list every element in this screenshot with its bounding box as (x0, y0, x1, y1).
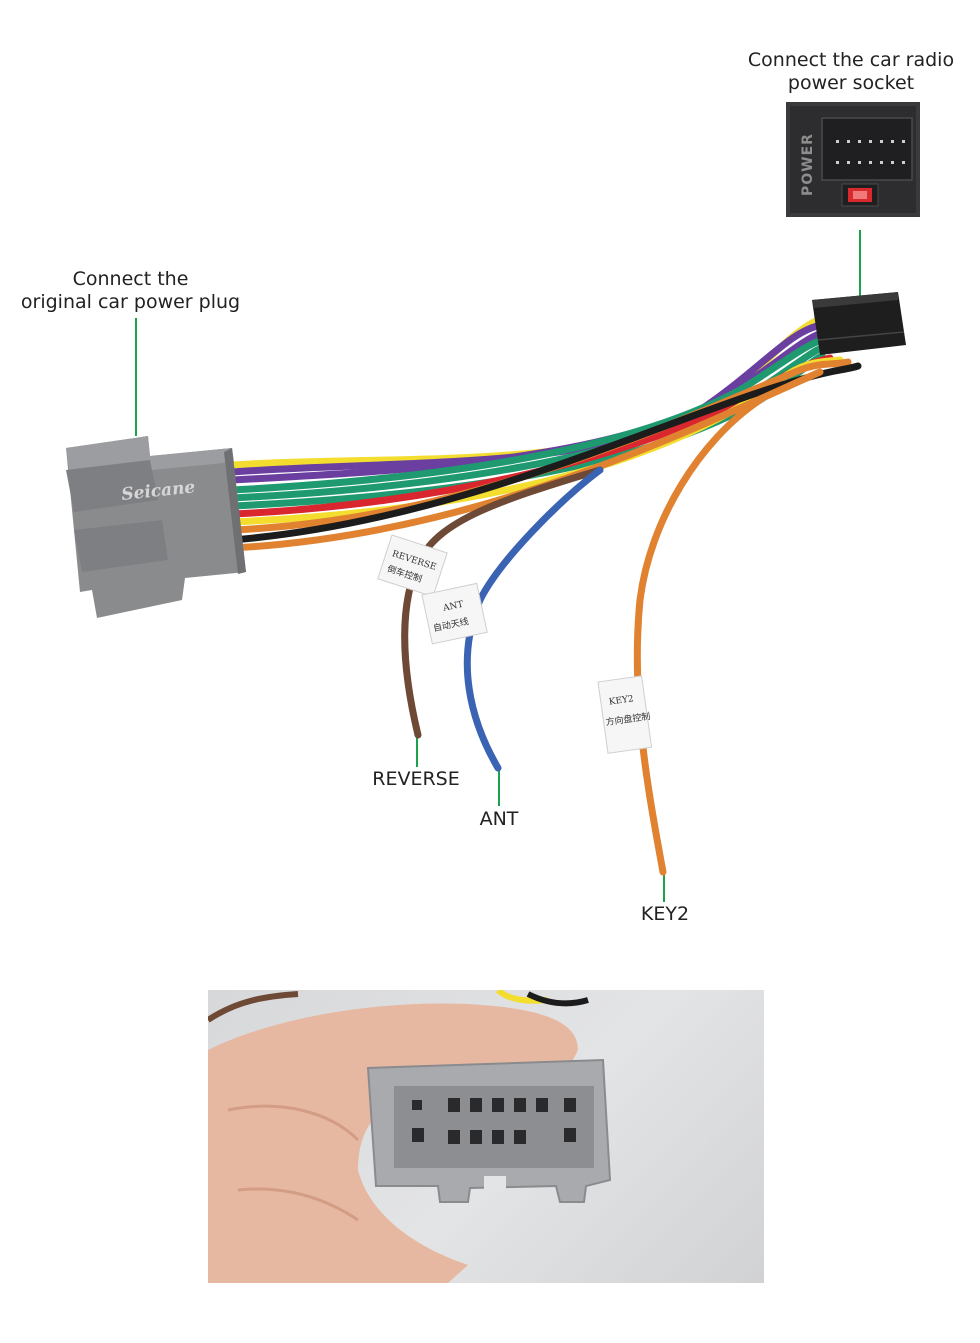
key2-leader (663, 872, 665, 902)
radio-socket-leader (859, 230, 861, 302)
reverse-leader (416, 735, 418, 767)
ant-wire-tag: ANT 自动天线 (421, 582, 488, 645)
radio-side-connector-icon (812, 292, 906, 355)
key2-callout: KEY2 (640, 903, 690, 925)
harness-diagram: POWER REVERSE 倒车控制 ANT 自动天线 KEY2 方向盘控制 (66, 102, 920, 876)
radio-socket-callout: Connect the car radio power socket (735, 49, 967, 95)
car-plug-callout: Connect the original car power plug (18, 268, 243, 314)
car-plug-callout-line1: Connect the (72, 268, 189, 290)
car-plug-callout-line2: original car power plug (20, 291, 241, 313)
radio-socket-callout-line1: Connect the car radio (747, 49, 955, 71)
reverse-callout: REVERSE (372, 768, 460, 790)
key2-tag-line1: KEY2 (608, 694, 634, 707)
ant-leader (498, 768, 500, 806)
harness-connector-icon: Seicane (66, 436, 246, 618)
reverse-wire-tag: REVERSE 倒车控制 (377, 534, 448, 598)
car-plug-leader (135, 318, 137, 436)
radio-socket-icon: POWER (786, 102, 920, 217)
wire-bundle (228, 314, 862, 552)
socket-marking-text: POWER (800, 133, 816, 196)
ant-callout: ANT (479, 808, 519, 830)
radio-socket-callout-line2: power socket (787, 72, 915, 94)
connector-face-illustration (208, 990, 612, 1283)
hand-photo-icon (208, 990, 764, 1283)
ant-tag-line1: ANT (441, 600, 464, 614)
key2-wire-tag: KEY2 方向盘控制 (597, 675, 653, 754)
